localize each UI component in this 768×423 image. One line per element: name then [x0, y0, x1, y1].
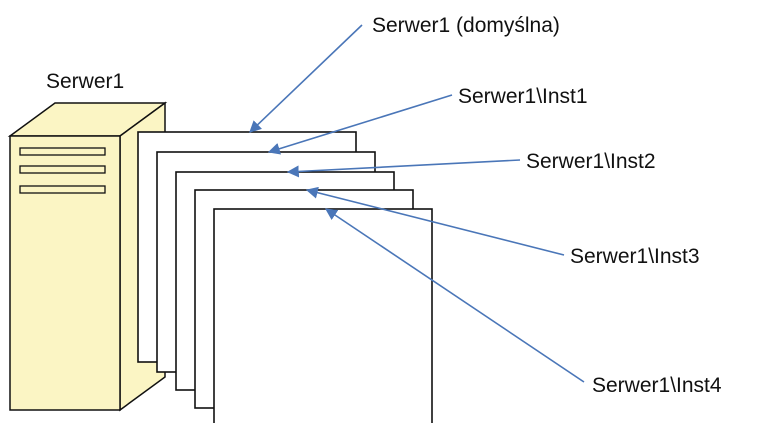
drive-bay-2 — [19, 165, 106, 174]
arrows — [249, 24, 585, 383]
drive-bay-1 — [19, 147, 106, 156]
arrow-inst1 — [267, 94, 453, 155]
instance-label-inst2: Serwer1\Inst2 — [526, 150, 656, 173]
server-label: Serwer1 — [46, 70, 124, 93]
instance-label-inst3: Serwer1\Inst3 — [570, 245, 700, 268]
drive-bay-3 — [19, 185, 106, 194]
instance-label-default: Serwer1 (domyślna) — [372, 14, 560, 37]
instance-label-inst4: Serwer1\Inst4 — [592, 374, 722, 397]
instance-sheets — [137, 131, 433, 423]
instance-label-inst1: Serwer1\Inst1 — [458, 85, 588, 108]
arrow-inst3 — [305, 186, 565, 256]
arrow-default — [249, 24, 363, 133]
server-front-face — [9, 135, 121, 411]
arrow-inst4 — [325, 208, 585, 383]
arrow-inst2 — [286, 159, 521, 178]
instance-sheet-inst4 — [213, 208, 433, 423]
